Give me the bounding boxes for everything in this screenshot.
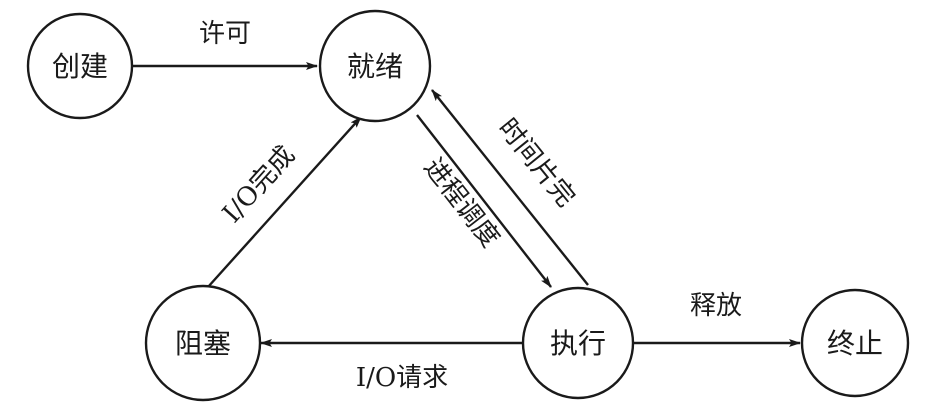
edge-label-io-request: I/O请求 bbox=[356, 363, 448, 393]
edge-timeout bbox=[431, 89, 589, 286]
edge-label-dispatch: 进程调度 bbox=[417, 153, 505, 253]
edge-io-complete bbox=[207, 116, 362, 288]
node-label-running: 执行 bbox=[550, 327, 606, 360]
node-ready: 就绪 bbox=[318, 9, 432, 123]
node-label-ready: 就绪 bbox=[347, 50, 403, 83]
edge-label-admit: 许可 bbox=[199, 19, 251, 49]
node-running: 执行 bbox=[521, 286, 635, 400]
edge-dispatch bbox=[416, 114, 552, 288]
node-label-blocked: 阻塞 bbox=[175, 327, 231, 360]
edge-label-release: 释放 bbox=[690, 291, 742, 321]
node-terminated: 终止 bbox=[800, 288, 910, 398]
node-blocked: 阻塞 bbox=[144, 284, 262, 402]
node-label-terminated: 终止 bbox=[827, 327, 883, 360]
node-create: 创建 bbox=[26, 12, 134, 120]
edge-label-timeout: 时间片完 bbox=[492, 113, 581, 213]
node-label-create: 创建 bbox=[52, 50, 108, 83]
edge-label-io-complete: I/O完成 bbox=[217, 140, 301, 229]
